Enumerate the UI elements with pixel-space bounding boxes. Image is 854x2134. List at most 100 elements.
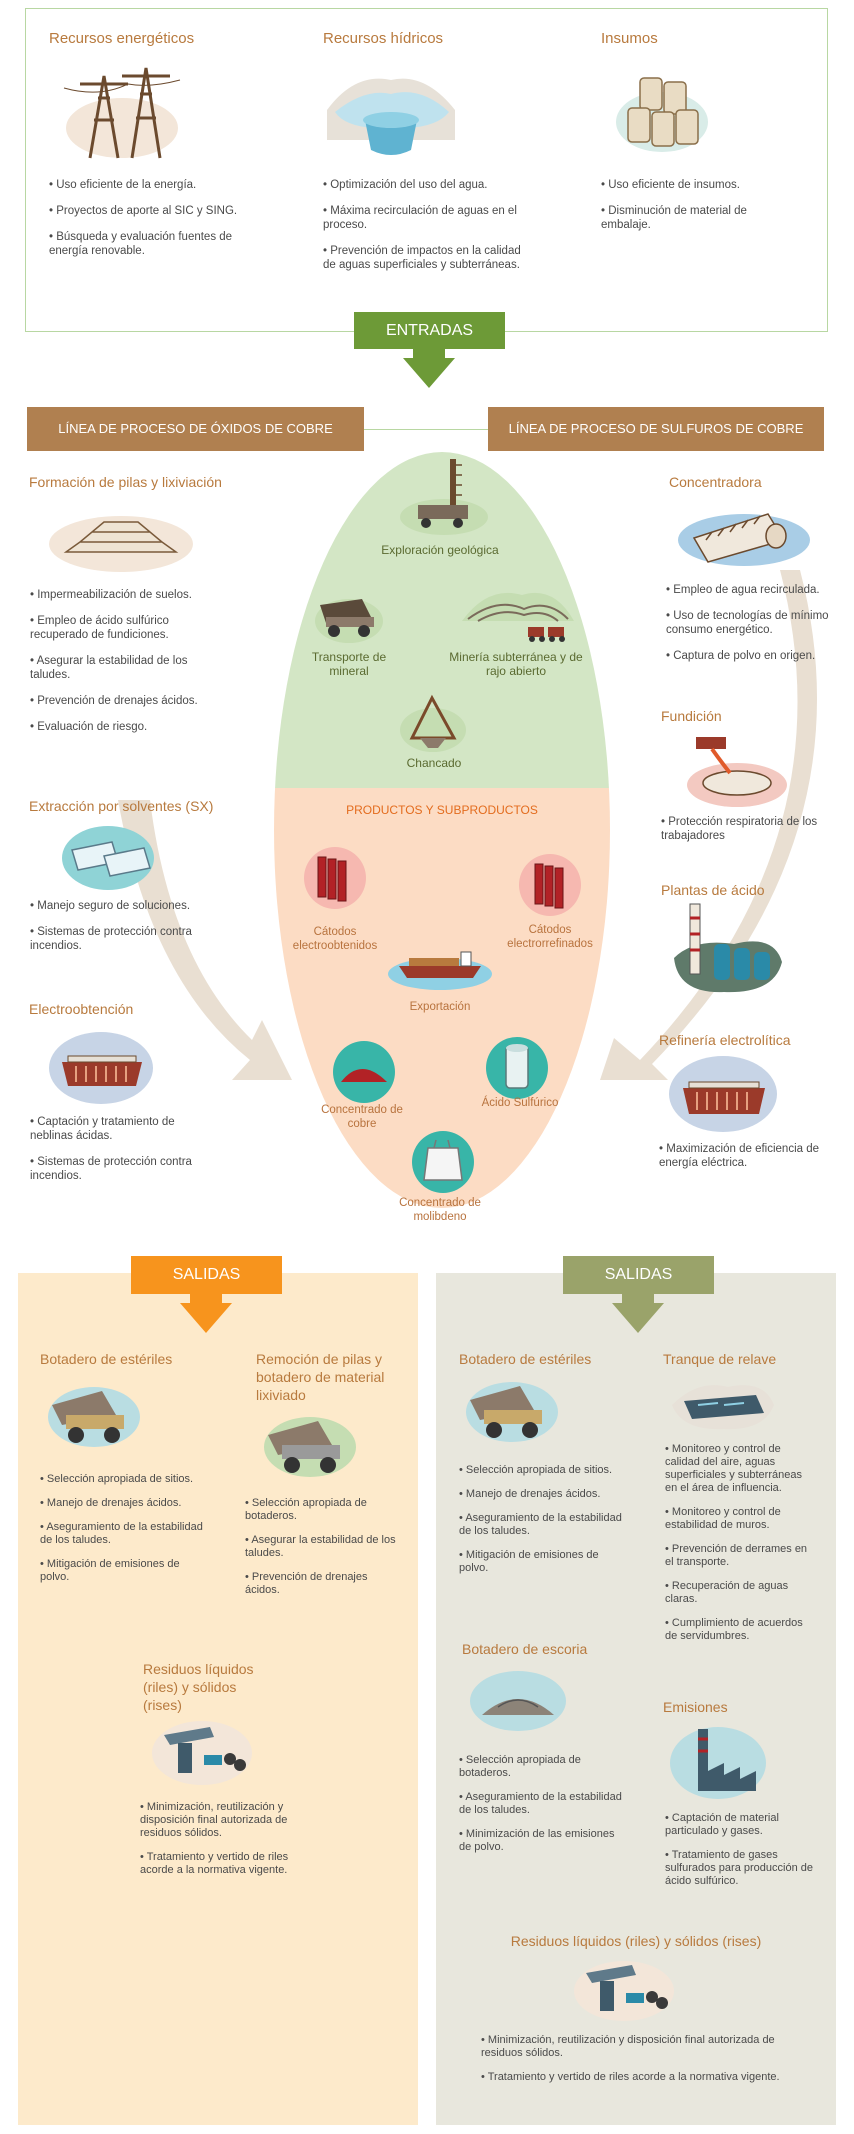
out-left-botadero-title: Botadero de estériles	[40, 1351, 173, 1367]
process-left-title-0: Formación de pilas y lixiviación	[29, 474, 222, 490]
dump-truck-icon	[466, 1382, 558, 1442]
process-left-title-1: Extracción por solventes (SX)	[29, 798, 214, 814]
oxides-line-button[interactable]: LÍNEA DE PROCESO DE ÓXIDOS DE COBRE	[27, 407, 364, 451]
truck-icon	[315, 599, 383, 643]
list-item: Prevención de derrames en el transporte.	[665, 1543, 815, 1569]
list-item: Prevención de drenajes ácidos.	[30, 694, 220, 708]
list-item: Selección apropiada de sitios.	[459, 1464, 624, 1477]
process-right-title-0: Concentradora	[669, 474, 762, 490]
smelter-icon	[687, 737, 787, 807]
out-right-tranque-title: Tranque de relave	[663, 1351, 777, 1367]
drill-rig-icon	[400, 459, 488, 535]
list-item: Monitoreo y control de calidad del aire,…	[665, 1443, 815, 1495]
open-pit-mine-icon	[462, 592, 574, 642]
list-item: Selección apropiada de botaderos.	[245, 1497, 405, 1523]
list-item: Recuperación de aguas claras.	[665, 1580, 815, 1606]
out-left-remocion-list: Selección apropiada de botaderos. Asegur…	[245, 1497, 405, 1608]
entradas-button[interactable]: ENTRADAS	[354, 312, 505, 349]
list-item: Tratamiento de gases sulfurados para pro…	[665, 1849, 815, 1888]
list-item: Manejo seguro de soluciones.	[30, 899, 215, 913]
list-item: Mitigación de emisiones de polvo.	[459, 1549, 624, 1575]
process-left-list-2: Captación y tratamiento de neblinas ácid…	[30, 1115, 210, 1195]
list-item: Aseguramiento de la estabilidad de los t…	[459, 1791, 624, 1817]
cathode-icon	[519, 854, 581, 916]
tailings-pond-icon	[672, 1385, 774, 1430]
molybdenum-bag-icon	[412, 1131, 474, 1193]
node-transporte: Transporte de mineral	[311, 650, 387, 678]
salidas-left-label: SALIDAS	[172, 1266, 241, 1283]
list-item: Máxima recirculación de aguas en el proc…	[323, 204, 523, 232]
prod-acido: Ácido Sulfúrico	[481, 1097, 559, 1109]
list-item: Impermeabilización de suelos.	[30, 588, 220, 602]
out-left-residuos-title: Residuos líquidos (riles) y sólidos (ris…	[143, 1661, 254, 1713]
process-connector-line	[364, 429, 488, 430]
list-item: Disminución de material de embalaje.	[601, 204, 781, 232]
out-right-residuos-title: Residuos líquidos (riles) y sólidos (ris…	[510, 1933, 762, 1949]
process-left-list-1: Manejo seguro de soluciones. Sistemas de…	[30, 899, 215, 965]
prod-catodos-er: Cátodos electrorrefinados	[507, 924, 593, 950]
out-right-escoria-title: Botadero de escoria	[462, 1641, 588, 1657]
dump-truck-icon	[48, 1387, 140, 1447]
arrow-down-icon	[403, 348, 455, 388]
sulfides-line-label: LÍNEA DE PROCESO DE SULFUROS DE COBRE	[508, 421, 804, 436]
out-right-emisiones-list: Captación de material particulado y gase…	[665, 1812, 815, 1899]
prod-concentrado-cobre: Concentrado de cobre	[321, 1104, 403, 1130]
list-item: Aseguramiento de la estabilidad de los t…	[40, 1521, 205, 1547]
out-right-emisiones-title: Emisiones	[663, 1699, 728, 1715]
input-supplies-list: Uso eficiente de insumos. Disminución de…	[601, 178, 781, 244]
prod-concentrado-molibdeno: Concentrado de molibdeno	[399, 1197, 481, 1223]
solvent-tanks-icon	[62, 826, 154, 890]
arrow-down-icon	[612, 1293, 664, 1333]
barrels-icon	[616, 77, 708, 152]
list-item: Minimización de las emisiones de polvo.	[459, 1828, 624, 1854]
slag-heap-icon	[470, 1671, 566, 1731]
prod-catodos-eo: Cátodos electroobtenidos	[292, 926, 378, 952]
process-right-list-3: Maximización de eficiencia de energía el…	[659, 1142, 839, 1182]
salidas-right-label: SALIDAS	[604, 1266, 673, 1283]
list-item: Búsqueda y evaluación fuentes de energía…	[49, 230, 254, 258]
electrowinning-icon	[49, 1032, 153, 1104]
out-left-residuos-list: Minimización, reutilización y disposició…	[140, 1801, 290, 1888]
input-water-list: Optimización del uso del agua. Máxima re…	[323, 178, 523, 284]
node-mineria: Minería subterránea y de rajo abierto	[449, 650, 583, 678]
list-item: Cumplimiento de acuerdos de servidumbres…	[665, 1617, 815, 1643]
out-right-residuos-list: Minimización, reutilización y disposició…	[481, 2034, 801, 2095]
salidas-right-button[interactable]: SALIDAS	[563, 1256, 714, 1294]
node-exploracion: Exploración geológica	[381, 543, 499, 557]
salidas-left-button[interactable]: SALIDAS	[131, 1256, 282, 1294]
arrow-down-icon	[180, 1293, 232, 1333]
list-item: Protección respiratoria de los trabajado…	[661, 815, 841, 843]
list-item: Proyectos de aporte al SIC y SING.	[49, 204, 254, 218]
acid-plant-icon	[674, 903, 782, 993]
leach-pile-icon	[49, 516, 193, 572]
process-right-list-0: Empleo de agua recirculada. Uso de tecno…	[666, 583, 846, 675]
list-item: Sistemas de protección contra incendios.	[30, 925, 215, 953]
list-item: Prevención de drenajes ácidos.	[245, 1571, 405, 1597]
left-flow-arrow	[118, 800, 292, 1080]
list-item: Tratamiento y vertido de riles acorde a …	[481, 2071, 801, 2084]
input-supplies-title: Insumos	[601, 30, 658, 47]
list-item: Prevención de impactos en la calidad de …	[323, 244, 523, 272]
list-item: Uso eficiente de la energía.	[49, 178, 254, 192]
list-item: Selección apropiada de botaderos.	[459, 1754, 624, 1780]
list-item: Evaluación de riesgo.	[30, 720, 220, 734]
acid-tank-icon	[486, 1037, 548, 1099]
reservoir-icon	[327, 78, 455, 155]
concentrator-mill-icon	[678, 513, 810, 566]
products-title: PRODUCTOS Y SUBPRODUCTOS	[346, 803, 538, 817]
list-item: Uso de tecnologías de mínimo consumo ene…	[666, 609, 846, 637]
refinery-icon	[669, 1056, 777, 1132]
process-right-title-2: Plantas de ácido	[661, 882, 765, 898]
waste-icon	[574, 1961, 674, 2021]
list-item: Empleo de ácido sulfúrico recuperado de …	[30, 614, 220, 642]
input-water-title: Recursos hídricos	[323, 30, 444, 47]
process-left-title-2: Electroobtención	[29, 1001, 134, 1017]
out-right-botadero-title: Botadero de estériles	[459, 1351, 592, 1367]
sulfides-line-button[interactable]: LÍNEA DE PROCESO DE SULFUROS DE COBRE	[488, 407, 824, 451]
input-energy-list: Uso eficiente de la energía. Proyectos d…	[49, 178, 254, 270]
entradas-label: ENTRADAS	[385, 322, 474, 339]
out-left-botadero-list: Selección apropiada de sitios. Manejo de…	[40, 1473, 205, 1595]
node-chancado: Chancado	[406, 756, 462, 770]
cathode-icon	[304, 847, 366, 909]
list-item: Manejo de drenajes ácidos.	[459, 1488, 624, 1501]
